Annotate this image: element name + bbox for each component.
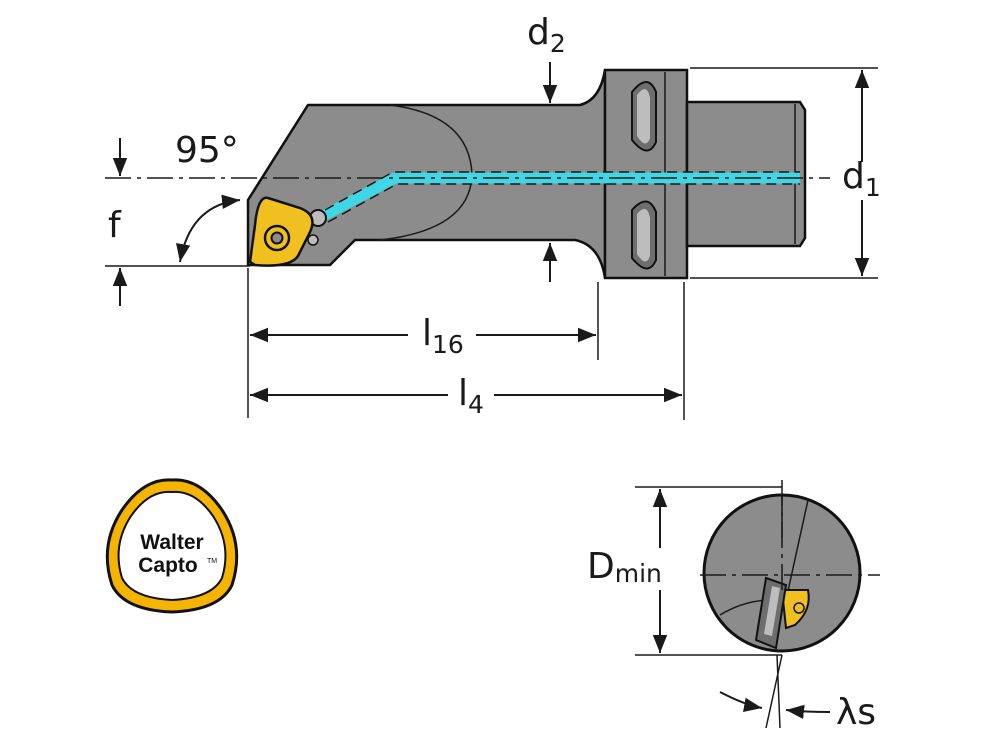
logo-line2: Capto (138, 554, 198, 577)
logo-line1: Walter (140, 531, 203, 554)
side-view (105, 68, 830, 280)
label-lambda: λs (836, 692, 876, 733)
label-f: f (108, 205, 122, 246)
label-d1: d1 (842, 156, 881, 202)
walter-capto-logo: Walter Capto TM (105, 478, 239, 614)
flange-slot-top (631, 81, 657, 152)
cutting-insert (248, 196, 319, 267)
dimensions: d1 d2 f 95° l16 l4 (105, 12, 881, 420)
end-view: Dmin λs (587, 480, 880, 733)
label-dmin: Dmin (587, 546, 662, 588)
label-l4: l4 (458, 373, 484, 419)
logo-tm: TM (207, 558, 217, 565)
label-l16: l16 (422, 313, 464, 359)
flange-slot-bottom (631, 200, 657, 270)
label-angle: 95° (175, 130, 239, 171)
label-d2: d2 (527, 12, 566, 58)
end-view-insert (780, 589, 810, 630)
